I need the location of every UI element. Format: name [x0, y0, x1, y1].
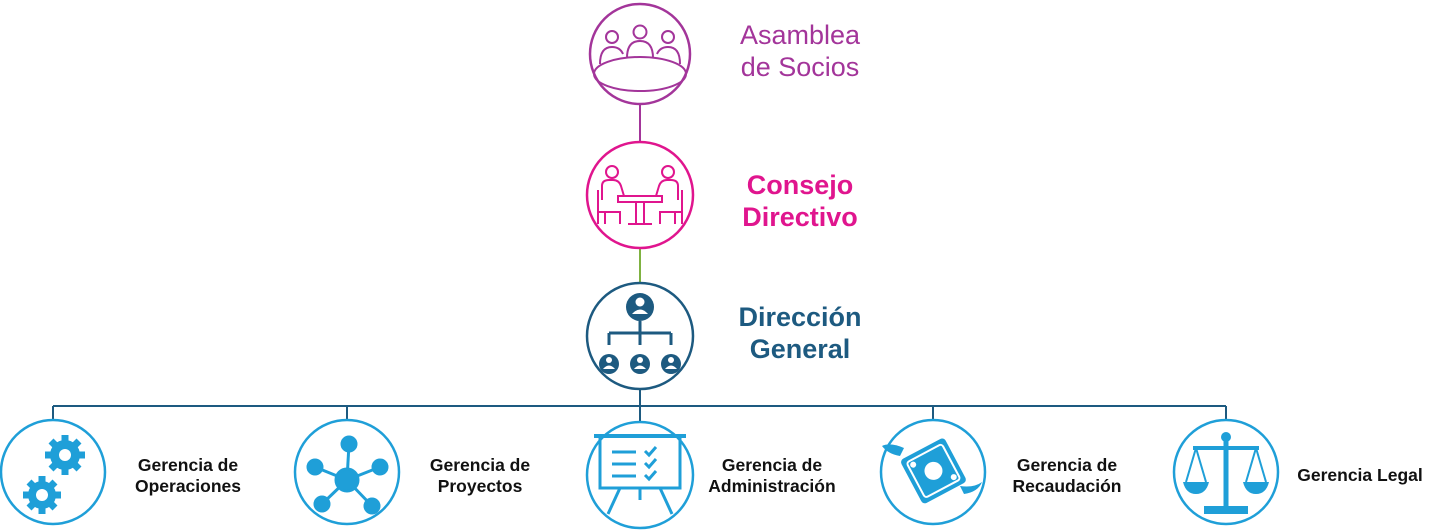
board-table-icon: [597, 165, 683, 225]
gerencia-label-line1: Gerencia de: [137, 455, 239, 475]
meeting-group-icon: [593, 24, 687, 92]
asamblea-label: Asamblea de Socios: [700, 20, 900, 84]
consejo-label: Consejo Directivo: [700, 170, 900, 234]
node-asamblea: [588, 2, 692, 106]
scales-icon: [1183, 432, 1269, 514]
direccion-label-line1: Dirección: [738, 302, 862, 332]
gerencia-label-line2: Operaciones: [134, 475, 242, 496]
flying-money-icon: [882, 438, 982, 504]
gerencia-proyectos-label: Gerencia de Proyectos: [380, 455, 580, 496]
presentation-board-icon: [594, 434, 686, 515]
node-gerencia-administracion: [585, 420, 695, 530]
gerencia-recaudacion-label: Gerencia de Recaudación: [967, 455, 1167, 496]
gerencia-label-line1: Gerencia de: [721, 455, 823, 475]
gerencia-label-line2: Proyectos: [437, 475, 523, 496]
node-gerencia-operaciones: [0, 418, 107, 526]
asamblea-label-line2: de Socios: [740, 51, 860, 82]
gerencia-legal-label: Gerencia Legal: [1260, 465, 1440, 486]
node-gerencia-proyectos: [293, 418, 401, 526]
connector-gerencias: [52, 389, 1227, 425]
direccion-label: Dirección General: [700, 302, 900, 366]
asamblea-label-line1: Asamblea: [739, 20, 861, 50]
consejo-label-line1: Consejo: [746, 170, 854, 200]
direccion-label-line2: General: [749, 333, 851, 364]
org-chart-icon: [599, 293, 681, 374]
node-consejo: [585, 140, 695, 250]
node-direccion: [585, 281, 695, 391]
gerencia-label-line2: Recaudación: [1012, 475, 1122, 496]
gears-icon: [23, 435, 85, 514]
gerencia-label-line2: Administración: [708, 475, 836, 496]
node-gerencia-recaudacion: [879, 418, 987, 526]
gerencia-administracion-label: Gerencia de Administración: [672, 455, 872, 496]
network-hub-icon: [306, 435, 389, 515]
gerencia-label-line1: Gerencia de: [429, 455, 531, 475]
gerencia-label-line1: Gerencia Legal: [1297, 465, 1423, 485]
consejo-label-line2: Directivo: [742, 201, 858, 232]
gerencia-label-line1: Gerencia de: [1016, 455, 1118, 475]
gerencia-operaciones-label: Gerencia de Operaciones: [88, 455, 288, 496]
node-gerencia-legal: [1172, 418, 1280, 526]
